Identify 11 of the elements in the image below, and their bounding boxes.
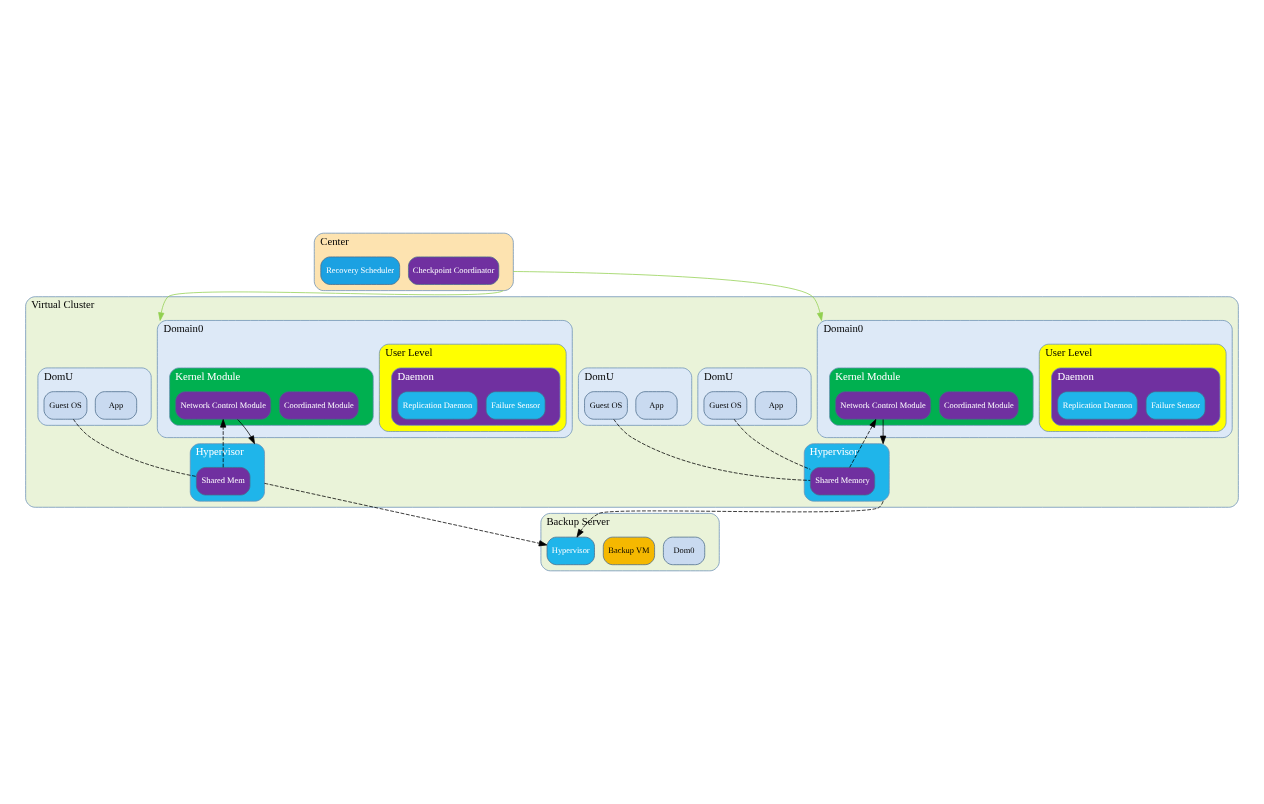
arrow (576, 500, 884, 538)
arrow (512, 271, 824, 321)
connector (613, 418, 811, 481)
arrow (849, 419, 877, 468)
connector (73, 418, 197, 477)
connector (733, 418, 811, 470)
arrow (220, 419, 227, 468)
arrow (264, 482, 548, 547)
arrow (158, 290, 504, 321)
arrow (237, 419, 255, 445)
arrow (880, 419, 887, 445)
